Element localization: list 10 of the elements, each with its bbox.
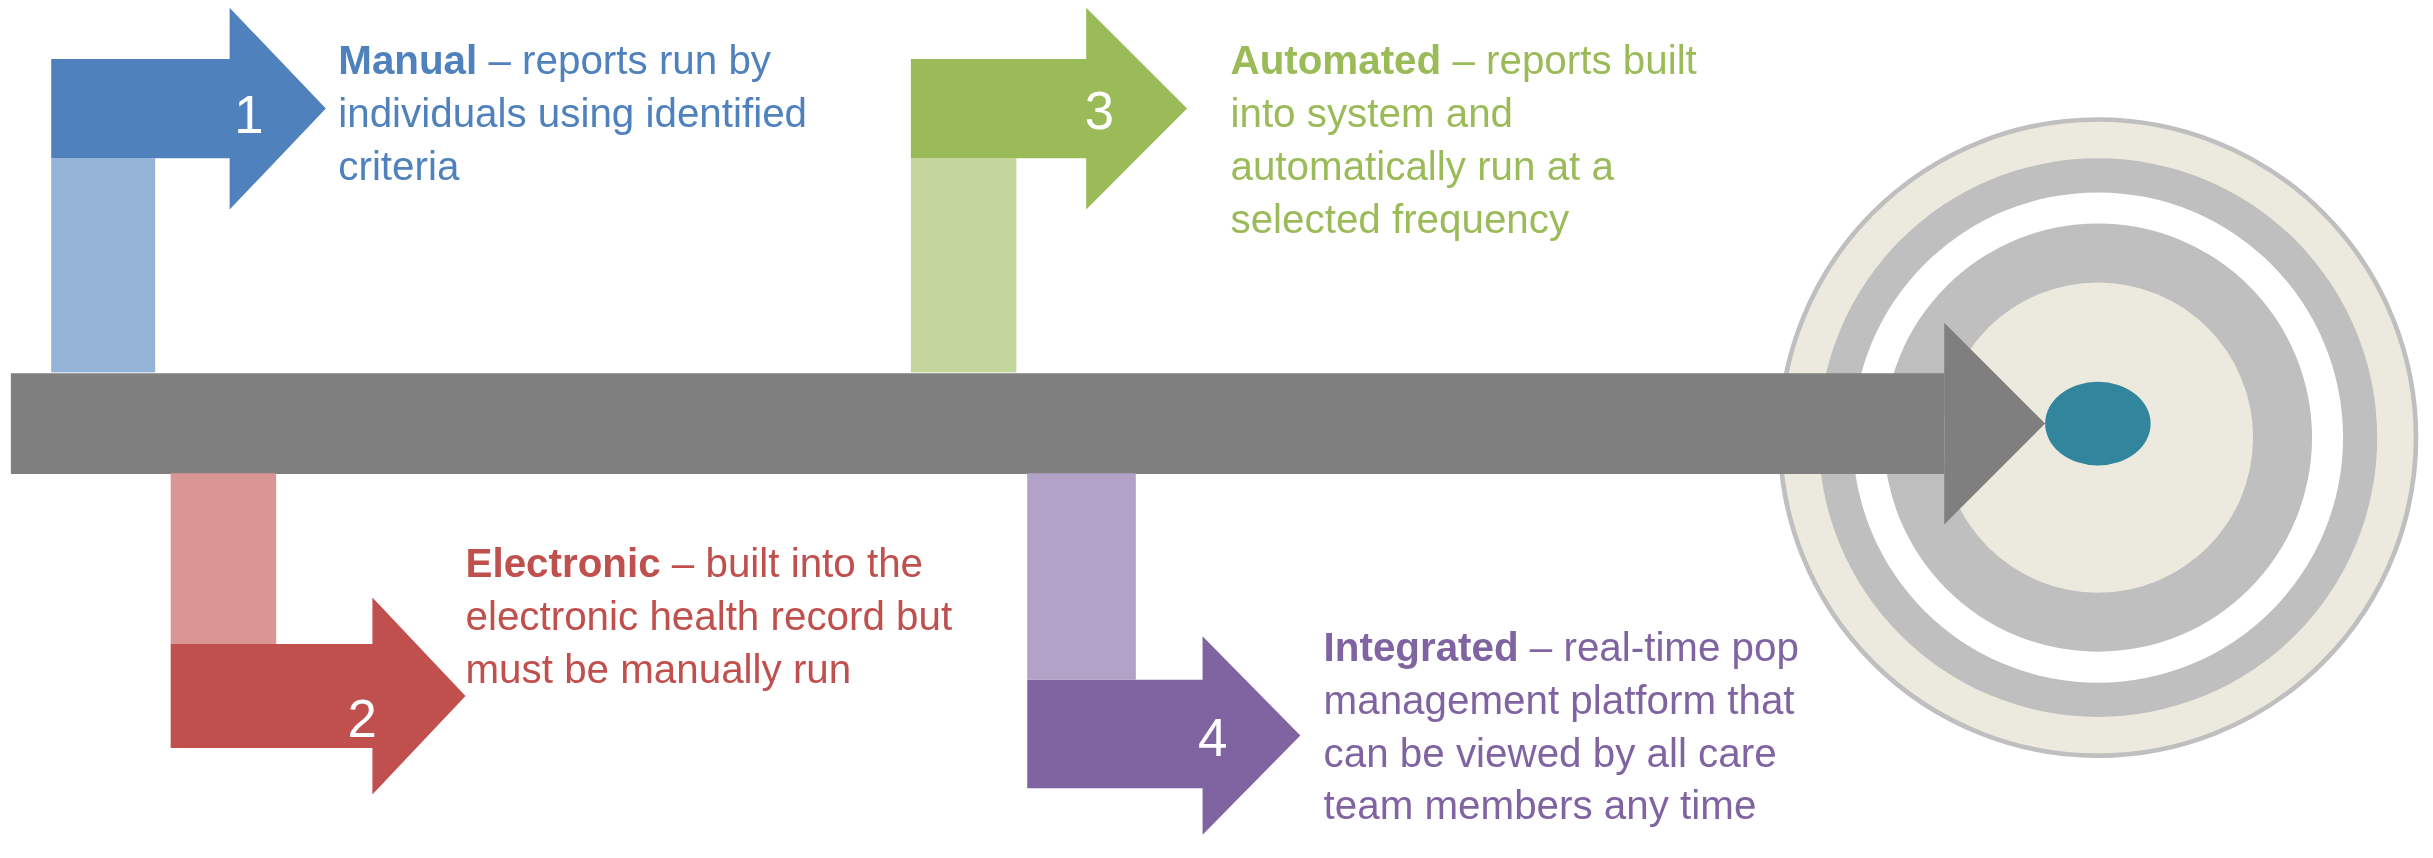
step-number: 2 (347, 692, 377, 745)
step-number: 1 (234, 88, 264, 142)
bullseye-dot (2045, 381, 2151, 466)
description-text: Integrated – real-time pop management platform that can be viewed by all care team members any time (1323, 622, 1800, 831)
step-number: 4 (1197, 710, 1228, 764)
description-text: Automated – reports built into system and automatically run at a selected frequency (1230, 36, 1698, 245)
timeline-arrow (10, 322, 2046, 525)
description-text: Manual – reports run by individuals using identified criteria (338, 36, 809, 192)
description-text: Electronic – built into the electronic health record but must be manually run (465, 539, 954, 695)
step-number: 3 (1084, 83, 1114, 137)
